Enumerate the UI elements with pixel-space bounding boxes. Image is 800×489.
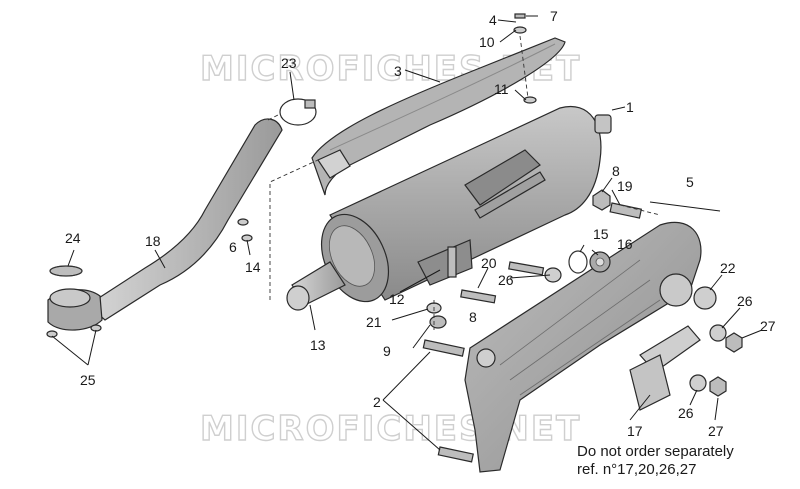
callout-26-lower: 26: [678, 405, 694, 421]
callout-labels: 1 2 3 4 5 6 7 8 8 9 10 11 12 13 14 15 16…: [65, 8, 776, 439]
callout-7: 7: [550, 8, 558, 24]
callout-21: 21: [366, 314, 382, 330]
heat-shield: [311, 37, 566, 196]
assembly-lines: [267, 35, 661, 330]
callout-11: 11: [494, 81, 509, 97]
callout-12: 12: [389, 291, 405, 307]
order-note: Do not order separately ref. n°17,20,26,…: [577, 443, 734, 478]
note-line-1: Do not order separately: [577, 443, 734, 460]
outlet-pipe: [286, 261, 346, 311]
callout-8-upper: 8: [612, 163, 620, 179]
callout-26-mid: 26: [498, 272, 514, 288]
callout-19: 19: [617, 178, 633, 194]
watermark-bottom: MICROFICHES.NET: [200, 409, 581, 449]
callout-27-lower: 27: [708, 423, 724, 439]
hardware-parts: [46, 13, 743, 463]
note-line-2: ref. n°17,20,26,27: [577, 461, 696, 478]
swing-arm-bracket: [464, 221, 702, 473]
callout-2: 2: [373, 394, 381, 410]
callout-4: 4: [489, 12, 497, 28]
callout-27-right: 27: [760, 318, 776, 334]
callout-10: 10: [479, 34, 495, 50]
callout-25: 25: [80, 372, 96, 388]
callout-23: 23: [281, 55, 297, 71]
pipe-clamp: [279, 98, 317, 126]
callout-22: 22: [720, 260, 736, 276]
callout-15: 15: [593, 226, 609, 242]
leader-lines: [51, 15, 763, 451]
callout-8-lower: 8: [469, 309, 477, 325]
callout-3: 3: [394, 63, 402, 79]
callout-18: 18: [145, 233, 161, 249]
callout-17: 17: [627, 423, 643, 439]
callout-24: 24: [65, 230, 81, 246]
callout-1: 1: [626, 99, 634, 115]
callout-26-right: 26: [737, 293, 753, 309]
callout-13: 13: [310, 337, 326, 353]
callout-14: 14: [245, 259, 261, 275]
callout-6: 6: [229, 239, 237, 255]
callout-9: 9: [383, 343, 391, 359]
callout-20: 20: [481, 255, 497, 271]
callout-16: 16: [617, 236, 633, 252]
callout-5: 5: [686, 174, 694, 190]
